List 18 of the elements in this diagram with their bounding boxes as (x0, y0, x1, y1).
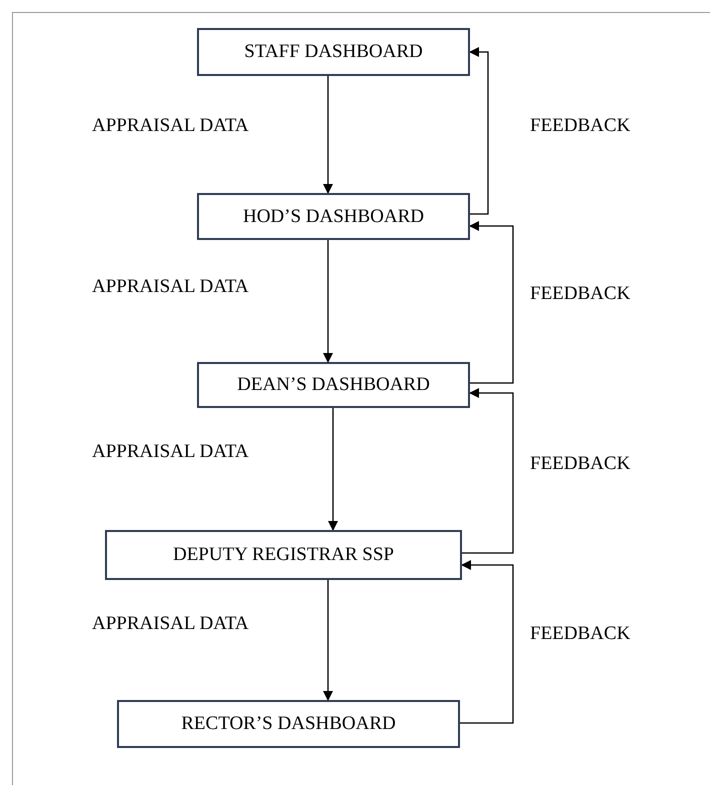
arrow (460, 560, 514, 724)
box-label: DEAN’S DASHBOARD (237, 373, 430, 397)
box-label: HOD’S DASHBOARD (242, 204, 424, 228)
arrow (469, 47, 489, 215)
process-box (117, 700, 460, 748)
arrow (323, 76, 333, 194)
arrow (462, 388, 514, 554)
process-box (105, 530, 462, 580)
arrow (469, 221, 514, 384)
arrow (328, 408, 338, 531)
arrow (323, 580, 333, 701)
process-box (197, 362, 470, 408)
arrow (323, 240, 333, 363)
process-box (197, 28, 470, 76)
process-box (197, 193, 470, 240)
box-label: STAFF DASHBOARD (244, 40, 423, 64)
box-label: DEPUTY REGISTRAR SSP (172, 543, 394, 567)
box-label: RECTOR’S DASHBOARD (181, 712, 396, 736)
